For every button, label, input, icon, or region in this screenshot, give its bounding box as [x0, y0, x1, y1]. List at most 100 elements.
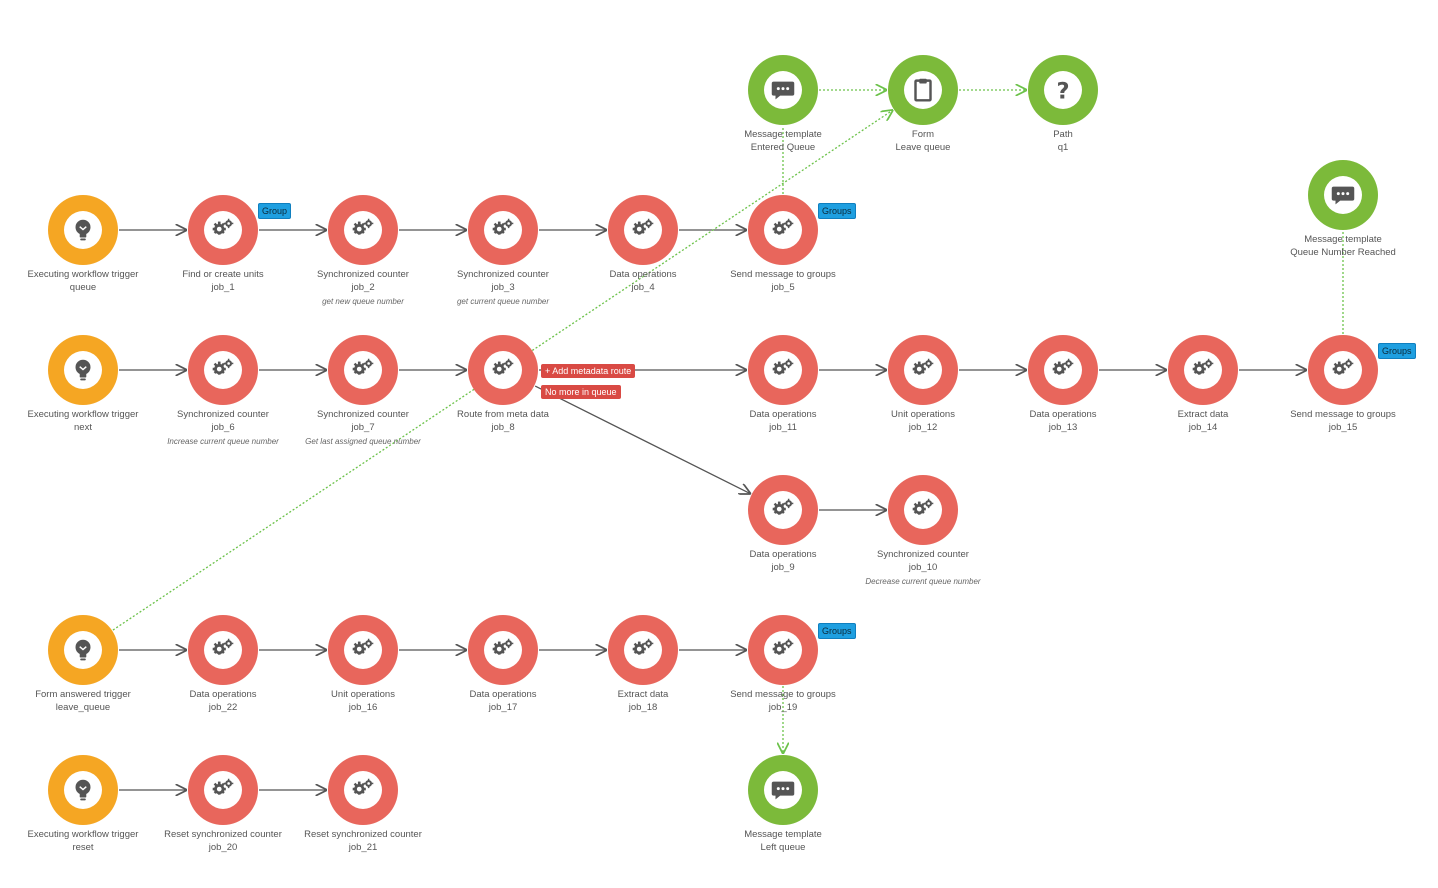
node-subtitle: job_18 [628, 702, 658, 713]
node-note: Increase current queue number [167, 437, 279, 446]
node-job-19[interactable] [748, 615, 818, 685]
node-left-queue[interactable] [748, 755, 818, 825]
gears-icon [484, 351, 522, 389]
groups-badge-job5[interactable]: Groups [818, 203, 856, 219]
node-title: Reset synchronized counter [304, 829, 422, 840]
node-next[interactable] [48, 335, 118, 405]
gears-icon [204, 631, 242, 669]
node-entered-queue[interactable] [748, 55, 818, 125]
gears-icon [484, 211, 522, 249]
node-job-6[interactable] [188, 335, 258, 405]
node-queue[interactable] [48, 195, 118, 265]
gears-icon [624, 211, 662, 249]
node-job-13[interactable] [1028, 335, 1098, 405]
node-title: Route from meta data [457, 409, 549, 420]
node-note: Get last assigned queue number [305, 437, 421, 446]
question-icon: ? [1044, 71, 1082, 109]
form-icon [904, 71, 942, 109]
node-job-10[interactable] [888, 475, 958, 545]
node-job-17[interactable] [468, 615, 538, 685]
node-job-5[interactable] [748, 195, 818, 265]
node-job-7[interactable] [328, 335, 398, 405]
group-badge-job1[interactable]: Group [258, 203, 292, 219]
node-job-4[interactable] [608, 195, 678, 265]
node-title: Unit operations [891, 409, 955, 420]
node-title: Message template [1304, 234, 1382, 245]
node-job-18[interactable] [608, 615, 678, 685]
bulb-icon [64, 351, 102, 389]
node-subtitle: job_21 [348, 842, 378, 853]
node-note: get new queue number [322, 297, 404, 306]
node-subtitle: reset [72, 842, 94, 853]
gears-icon [204, 351, 242, 389]
node-job-8[interactable] [468, 335, 538, 405]
node-job-22[interactable] [188, 615, 258, 685]
route-no-more-in-queue[interactable]: No more in queue [541, 385, 621, 399]
node-job-9[interactable] [748, 475, 818, 545]
node-leave-queue[interactable] [888, 55, 958, 125]
node-job-15[interactable] [1308, 335, 1378, 405]
node-q1[interactable]: ? [1028, 55, 1098, 125]
groups-badge-job15[interactable]: Groups [1378, 343, 1416, 359]
node-job-12[interactable] [888, 335, 958, 405]
node-subtitle: job_12 [908, 422, 938, 433]
edge-job8-to-job9[interactable] [534, 385, 750, 493]
node-subtitle: job_19 [768, 702, 798, 713]
node-queue-number-reached[interactable] [1308, 160, 1378, 230]
node-title: Synchronized counter [877, 549, 969, 560]
node-subtitle: job_13 [1048, 422, 1078, 433]
node-subtitle: job_11 [769, 422, 797, 433]
node-reset[interactable] [48, 755, 118, 825]
node-subtitle: job_3 [491, 282, 515, 293]
node-label: Reset synchronized counter job_21 [288, 828, 438, 854]
node-job-20[interactable] [188, 755, 258, 825]
gears-icon [1184, 351, 1222, 389]
gears-icon [344, 211, 382, 249]
node-subtitle: q1 [1057, 142, 1069, 153]
message-icon [764, 71, 802, 109]
node-subtitle: job_16 [348, 702, 378, 713]
gears-icon [904, 351, 942, 389]
node-subtitle: job_20 [208, 842, 238, 853]
gears-icon [344, 771, 382, 809]
node-subtitle: Queue Number Reached [1290, 247, 1396, 258]
node-job-14[interactable] [1168, 335, 1238, 405]
message-icon [1324, 176, 1362, 214]
node-job-21[interactable] [328, 755, 398, 825]
node-job-1[interactable] [188, 195, 258, 265]
node-leave-queue[interactable] [48, 615, 118, 685]
node-title: Data operations [469, 689, 537, 700]
node-job-3[interactable] [468, 195, 538, 265]
node-label: Executing workflow trigger next [8, 408, 158, 434]
node-subtitle: Entered Queue [750, 142, 816, 153]
node-title: Synchronized counter [177, 409, 269, 420]
node-job-16[interactable] [328, 615, 398, 685]
gears-icon [764, 631, 802, 669]
node-title: Data operations [749, 549, 817, 560]
node-subtitle: Left queue [760, 842, 806, 853]
node-subtitle: job_5 [771, 282, 795, 293]
gears-icon [764, 491, 802, 529]
node-job-2[interactable] [328, 195, 398, 265]
node-title: Executing workflow trigger [27, 409, 139, 420]
node-title: Synchronized counter [317, 269, 409, 280]
add-metadata-route-button[interactable]: + Add metadata route [541, 364, 636, 378]
gears-icon [624, 631, 662, 669]
node-title: Send message to groups [730, 269, 836, 280]
node-job-11[interactable] [748, 335, 818, 405]
groups-badge-job19[interactable]: Groups [818, 623, 856, 639]
gears-icon [1324, 351, 1362, 389]
node-subtitle: next [74, 422, 92, 433]
node-title: Unit operations [331, 689, 395, 700]
